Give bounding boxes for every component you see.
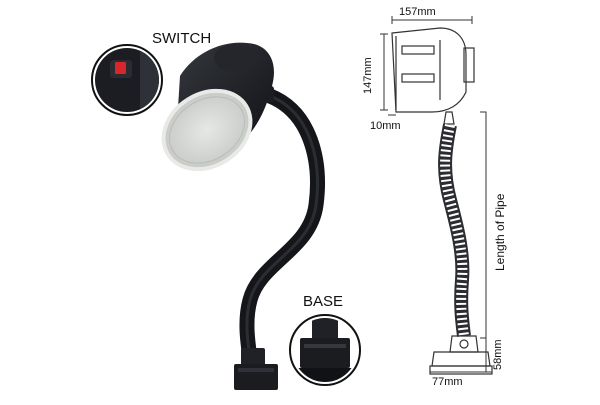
lamp-base [234, 348, 278, 390]
switch-callout [91, 44, 163, 116]
lamp-lens [161, 88, 253, 172]
base-label: BASE [303, 293, 344, 310]
head-height-dimension: 147mm [362, 57, 374, 94]
head-width-dimension: 157mm [399, 6, 436, 18]
dimension-lines [380, 16, 492, 373]
lamp-head [161, 42, 274, 172]
switch-rocker [115, 62, 126, 74]
technical-drawing [391, 27, 493, 375]
base-width-dimension: 77mm [432, 376, 463, 388]
pipe-length-dimension: Length of Pipe [493, 193, 507, 271]
base-callout [289, 314, 361, 386]
base-height-dimension: 58mm [492, 339, 504, 370]
neck-dimension: 10mm [370, 120, 401, 132]
lamp-photo [161, 42, 325, 390]
switch-label: SWITCH [152, 30, 212, 47]
